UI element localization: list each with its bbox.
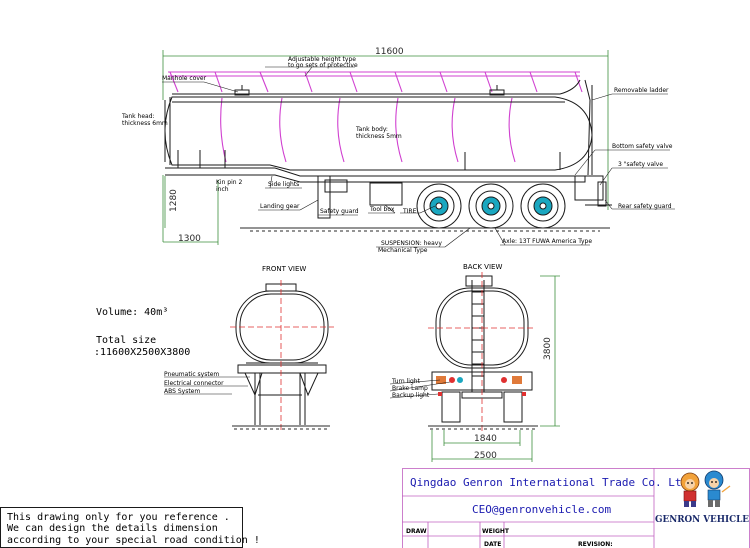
volume-text: Volume: 40m³ xyxy=(96,307,168,318)
removable-ladder-label: Removable ladder xyxy=(614,87,669,94)
adjustable-label-1: Adjustable height type xyxy=(288,56,356,63)
total-size-value: :11600X2500X3800 xyxy=(94,347,190,358)
front-view: FRONT VIEW Pneumatic sy xyxy=(164,265,334,432)
tank-head-label-1: Tank head: xyxy=(121,113,155,120)
company-name: Qingdao Genron International Trade Co. L… xyxy=(410,476,688,489)
safety-guard-label: Safety guard xyxy=(320,208,359,215)
rear-lamps xyxy=(436,376,526,396)
chassis xyxy=(165,167,612,219)
genron-logo: GENRON VEHICLE xyxy=(655,470,749,525)
title-block: Qingdao Genron International Trade Co. L… xyxy=(402,468,750,548)
side-low-dimensions xyxy=(162,175,219,245)
note-line-2: We can design the details dimension xyxy=(7,523,218,534)
mascot-left xyxy=(680,472,700,507)
electrical-label: Electrical connector xyxy=(164,380,224,387)
front-center-lines xyxy=(230,280,334,432)
company-email: CEO@genronvehicle.com xyxy=(472,503,611,516)
note-box: This drawing only for you reference . We… xyxy=(0,507,260,548)
rear-height-text: 3800 xyxy=(543,337,553,360)
adjustable-label-2: to go sets of protective xyxy=(288,62,358,69)
safety-valve-label: 3 "safety valve xyxy=(618,161,663,168)
bottom-valve-label: Bottom safety valve xyxy=(612,143,673,150)
brake-lamp-label: Brake Lamp xyxy=(392,385,428,392)
rear-width-text: 2500 xyxy=(474,451,497,461)
ground-line-side xyxy=(240,227,610,232)
suspension-label-2: Mechanical Type xyxy=(378,247,428,254)
specs-block: Volume: 40m³ Total size :11600X2500X3800 xyxy=(94,307,190,358)
front-overhang-text: 1300 xyxy=(178,234,201,244)
back-view-title: BACK VIEW xyxy=(463,263,502,271)
front-view-title: FRONT VIEW xyxy=(262,265,306,273)
side-lights-label: Side lights xyxy=(268,181,299,188)
leader-lines xyxy=(162,66,675,248)
kin-pin-label-2: inch xyxy=(216,186,229,193)
suspension-label-1: SUSPENSION: heavy xyxy=(381,240,442,247)
note-line-3: according to your special road condition… xyxy=(7,535,260,546)
kin-pin-label-1: Kin pin 2 xyxy=(216,179,242,186)
protective-rail xyxy=(168,71,583,163)
tool-box-label: Tool box xyxy=(369,206,395,213)
wheel-2 xyxy=(468,183,514,229)
tank-body-label-1: Tank body: xyxy=(355,126,388,133)
wheel-3 xyxy=(520,183,566,229)
overall-length-dimension xyxy=(162,50,609,210)
back-dimensions xyxy=(431,275,560,462)
pneumatic-label: Pneumatic system xyxy=(164,371,219,378)
wheels xyxy=(416,183,566,229)
rear-track-text: 1840 xyxy=(474,434,497,444)
back-view: BACK VIEW xyxy=(389,263,560,462)
back-center-lines xyxy=(428,272,536,432)
tank-head-label-2: thickness 6mm xyxy=(122,120,168,127)
tank-body xyxy=(164,79,593,176)
backup-light-label: Backup light xyxy=(392,392,430,399)
manhole-label: Manhole cover xyxy=(162,75,207,82)
landing-gear-label: Landing gear xyxy=(260,203,300,210)
revision-label: REVISION: xyxy=(578,541,613,548)
note-line-1: This drawing only for you reference . xyxy=(7,512,230,523)
draw-label: DRAW xyxy=(406,528,427,535)
height-low-text: 1280 xyxy=(169,189,179,212)
abs-label: ABS System xyxy=(164,388,200,395)
side-view: 11600 xyxy=(121,47,675,254)
total-size-label: Total size xyxy=(96,335,156,346)
weight-label: WEIGHT xyxy=(482,528,510,535)
mascot-right xyxy=(704,470,731,507)
overall-length-text: 11600 xyxy=(375,47,404,57)
tank-body-label-2: thickness 5mm xyxy=(356,133,402,140)
date-label: DATE xyxy=(484,541,501,548)
rear-guard-label: Rear safety guard xyxy=(618,203,672,210)
tire-label: TIRE xyxy=(402,208,417,215)
logo-text: GENRON VEHICLE xyxy=(655,514,749,525)
axle-label: Axle: 13T FUWA America Type xyxy=(502,238,592,245)
turn-light-label: Turn light xyxy=(391,378,421,385)
wheel-1 xyxy=(416,183,462,229)
